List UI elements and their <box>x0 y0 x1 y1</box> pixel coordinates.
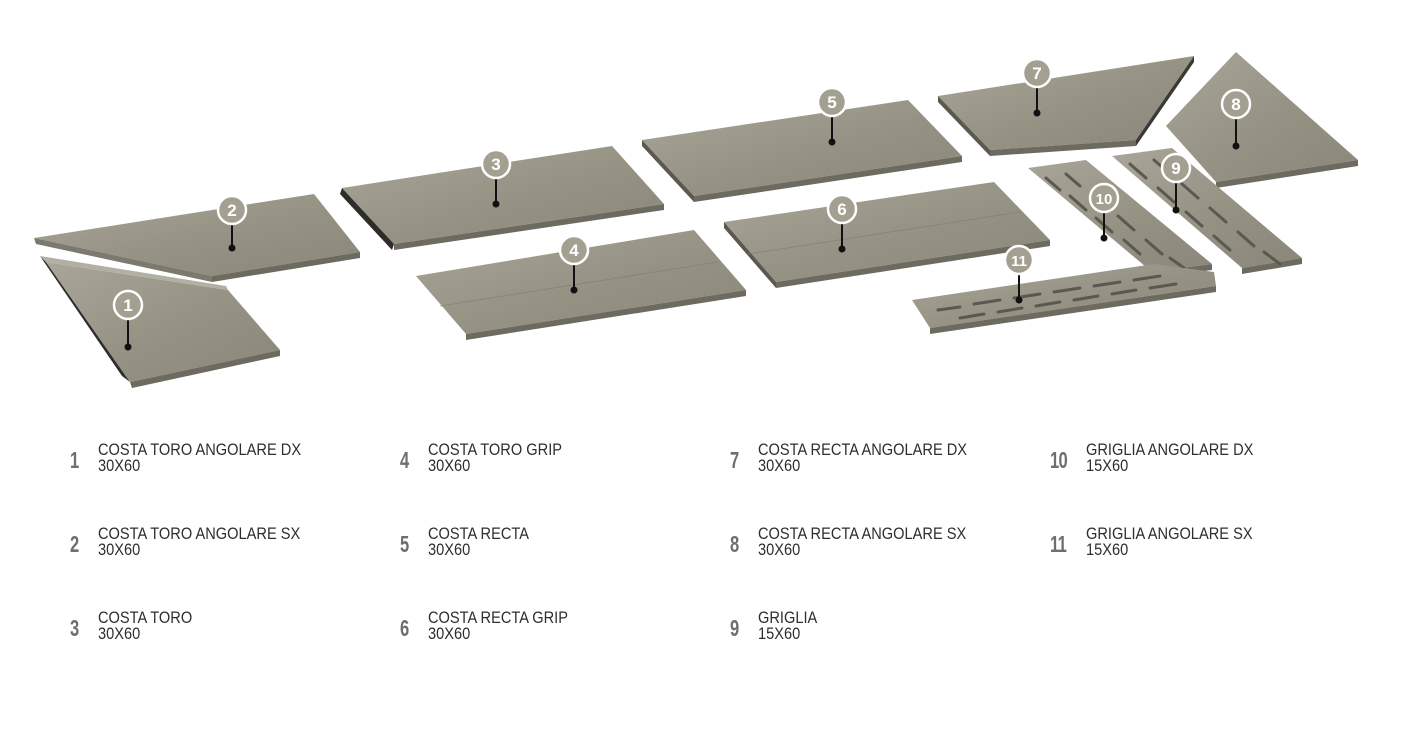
callout-8: 8 <box>1220 88 1252 150</box>
callout-badge <box>1160 152 1192 184</box>
callout-badge <box>1003 244 1035 276</box>
legend-name: COSTA TORO <box>98 608 193 627</box>
callout-2: 2 <box>216 194 248 252</box>
tile-piece-11 <box>912 264 1216 334</box>
callout-9: 9 <box>1160 152 1192 214</box>
legend-number: 5 <box>400 531 409 557</box>
callout-7: 7 <box>1021 57 1053 117</box>
legend-size: 30X60 <box>98 456 141 475</box>
legend-size: 30X60 <box>98 540 141 559</box>
legend-name: GRIGLIA ANGOLARE SX <box>1086 524 1253 543</box>
legend-name: GRIGLIA <box>758 608 818 627</box>
callout-number: 11 <box>1011 253 1027 270</box>
legend-number: 11 <box>1050 531 1067 557</box>
callout-pin-dot <box>1232 142 1240 150</box>
callout-number: 9 <box>1171 159 1180 178</box>
callout-pin-dot <box>228 244 236 252</box>
legend-number: 6 <box>400 615 409 641</box>
tile-piece-8 <box>1166 52 1358 188</box>
callout-pin-dot <box>828 138 836 146</box>
callout-6: 6 <box>826 193 858 253</box>
callout-pin-dot <box>838 245 846 253</box>
callout-pin-dot <box>1015 296 1023 304</box>
legend-size: 30X60 <box>428 456 471 475</box>
callout-4: 4 <box>558 234 590 294</box>
callout-pin-dot <box>1100 234 1108 242</box>
callout-badge <box>826 193 858 225</box>
callout-number: 10 <box>1096 191 1113 208</box>
legend-number: 3 <box>70 615 79 641</box>
tile-piece-2 <box>34 194 360 282</box>
callout-number: 4 <box>569 241 579 260</box>
tile-piece-4 <box>416 230 746 340</box>
legend-size: 30X60 <box>428 540 471 559</box>
legend-number: 1 <box>70 447 79 473</box>
legend-size: 15X60 <box>758 624 801 643</box>
callout-number: 6 <box>837 200 846 219</box>
callout-number: 2 <box>227 201 236 220</box>
callout-10: 10 <box>1088 182 1120 242</box>
callout-badge <box>216 194 248 226</box>
callout-badge <box>816 86 848 118</box>
callout-badge <box>480 148 512 180</box>
callout-number: 5 <box>827 93 836 112</box>
legend-name: COSTA TORO ANGOLARE DX <box>98 440 302 459</box>
callout-number: 7 <box>1032 64 1041 83</box>
legend-size: 30X60 <box>428 624 471 643</box>
callout-badge <box>1220 88 1252 120</box>
callout-number: 8 <box>1231 95 1240 114</box>
legend-number: 9 <box>730 615 739 641</box>
number-callouts: 1 2 3 4 5 6 7 8 9 10 11 <box>112 57 1252 351</box>
tile-piece-7 <box>938 56 1194 156</box>
tile-piece-6 <box>724 182 1050 288</box>
legend-size: 15X60 <box>1086 540 1129 559</box>
legend-name: COSTA RECTA <box>428 524 530 543</box>
tile-pieces-diagram: 1 2 3 4 5 6 7 8 9 10 11 <box>34 52 1358 388</box>
callout-badge <box>1088 182 1120 214</box>
legend-name: COSTA RECTA ANGOLARE DX <box>758 440 968 459</box>
legend-size: 30X60 <box>758 540 801 559</box>
callout-badge <box>1021 57 1053 89</box>
legend-size: 30X60 <box>758 456 801 475</box>
legend-number: 4 <box>400 447 409 473</box>
legend-name: COSTA RECTA ANGOLARE SX <box>758 524 967 543</box>
legend-name: COSTA TORO GRIP <box>428 440 563 459</box>
callout-pin-dot <box>1172 206 1180 214</box>
legend-number: 8 <box>730 531 739 557</box>
callout-number: 1 <box>123 296 132 315</box>
legend-name: GRIGLIA ANGOLARE DX <box>1086 440 1254 459</box>
callout-pin-dot <box>124 343 132 351</box>
legend-name: COSTA TORO ANGOLARE SX <box>98 524 301 543</box>
legend-name: COSTA RECTA GRIP <box>428 608 569 627</box>
legend-number: 10 <box>1050 447 1068 473</box>
callout-11: 11 <box>1003 244 1035 304</box>
legend-size: 30X60 <box>98 624 141 643</box>
callout-pin-dot <box>570 286 578 294</box>
callout-5: 5 <box>816 86 848 146</box>
callout-badge <box>558 234 590 266</box>
legend-size: 15X60 <box>1086 456 1129 475</box>
legend-number: 7 <box>730 447 739 473</box>
legend-number: 2 <box>70 531 79 557</box>
tile-piece-5 <box>642 100 962 202</box>
callout-badge <box>112 289 144 321</box>
callout-pin-dot <box>1033 109 1041 117</box>
tile-piece-1 <box>40 256 280 388</box>
callout-1: 1 <box>112 289 144 351</box>
callout-3: 3 <box>480 148 512 208</box>
callout-number: 3 <box>491 155 500 174</box>
tile-piece-3 <box>340 146 664 250</box>
callout-pin-dot <box>492 200 500 208</box>
